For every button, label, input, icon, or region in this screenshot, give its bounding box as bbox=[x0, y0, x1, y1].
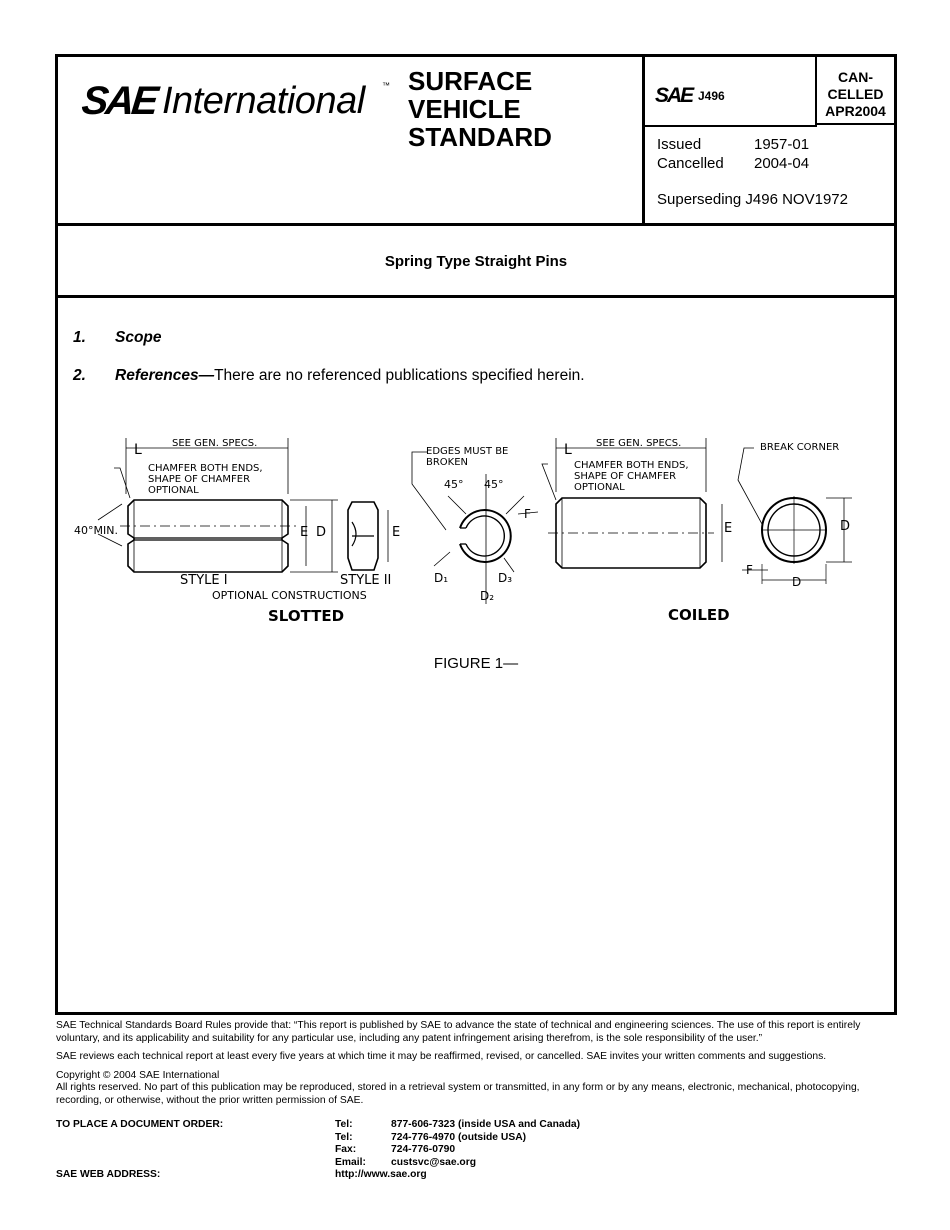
status-box: CAN- CELLED APR2004 bbox=[817, 57, 894, 125]
doc-number-box: SAE J496 bbox=[645, 57, 817, 127]
contact-row: Tel: 724-776-4970 (outside USA) bbox=[335, 1132, 580, 1145]
label-chamfer-left-2: SHAPE OF CHAMFER bbox=[148, 474, 250, 485]
status-line: CAN- bbox=[838, 69, 873, 85]
label-chamfer-left-1: CHAMFER BOTH ENDS, bbox=[148, 463, 263, 474]
label-chamfer-right-3: OPTIONAL bbox=[574, 482, 625, 493]
label-d-left: D bbox=[316, 525, 326, 540]
label-optional: OPTIONAL CONSTRUCTIONS bbox=[212, 589, 367, 602]
contact-value[interactable]: 877-606-7323 (inside USA and Canada) bbox=[391, 1119, 581, 1130]
rules-text: SAE Technical Standards Board Rules prov… bbox=[56, 1020, 861, 1044]
label-e-style2: E bbox=[392, 525, 400, 540]
coiled-pin bbox=[541, 438, 723, 569]
label-coiled: COILED bbox=[668, 606, 730, 624]
doc-type-line: VEHICLE bbox=[408, 94, 521, 124]
email-link[interactable]: custsvc@sae.org bbox=[391, 1156, 477, 1168]
label-l-right: L bbox=[564, 442, 572, 458]
superseding-note: Superseding J496 NOV1972 bbox=[657, 191, 848, 208]
figure-1: L SEE GEN. SPECS. CHAMFER BOTH ENDS, SHA… bbox=[62, 434, 862, 634]
footer-notes: SAE Technical Standards Board Rules prov… bbox=[56, 1020, 898, 1107]
doc-type-line: SURFACE bbox=[408, 66, 533, 96]
issued-label: Issued bbox=[657, 136, 702, 153]
contact-value[interactable]: 724-776-4970 (outside USA) bbox=[391, 1131, 527, 1143]
label-f-slot: F bbox=[524, 507, 531, 521]
label-deg-a: 45° bbox=[444, 478, 464, 491]
label-chamfer-right-1: CHAMFER BOTH ENDS, bbox=[574, 460, 689, 471]
contact-label: Tel: bbox=[335, 1119, 353, 1130]
label-chamfer-right-2: SHAPE OF CHAMFER bbox=[574, 471, 676, 482]
mini-sae-logo: SAE bbox=[655, 84, 694, 107]
label-l-left: L bbox=[134, 442, 142, 458]
label-edges-2: BROKEN bbox=[426, 457, 468, 468]
logo-tm: ™ bbox=[382, 81, 390, 90]
copyright-text: Copyright © 2004 SAE International bbox=[56, 1069, 220, 1081]
coiled-end-view bbox=[737, 447, 852, 584]
label-see-gen-right: SEE GEN. SPECS. bbox=[596, 438, 681, 449]
web-link[interactable]: http://www.sae.org bbox=[335, 1169, 427, 1180]
slotted-end-view bbox=[411, 451, 539, 604]
section-number: 2. bbox=[73, 367, 86, 384]
status-line: CELLED bbox=[827, 86, 884, 102]
review-text: SAE reviews each technical report at lea… bbox=[56, 1051, 827, 1062]
doc-type-line: STANDARD bbox=[408, 122, 552, 152]
label-edges-1: EDGES MUST BE bbox=[426, 446, 508, 457]
status-line: APR2004 bbox=[825, 103, 886, 119]
header-divider bbox=[58, 223, 894, 226]
label-slotted: SLOTTED bbox=[268, 607, 344, 625]
contact-label: Email: bbox=[335, 1156, 366, 1168]
section-text: There are no referenced publications spe… bbox=[214, 367, 585, 384]
contact-row: Tel: 877-606-7323 (inside USA and Canada… bbox=[335, 1119, 580, 1132]
issue-dates: Issued 1957-01 Cancelled 2004-04 bbox=[657, 135, 809, 173]
logo-mark: SAE bbox=[79, 79, 158, 123]
contact-list: Tel: 877-606-7323 (inside USA and Canada… bbox=[335, 1119, 580, 1182]
label-see-gen-left: SEE GEN. SPECS. bbox=[172, 438, 257, 449]
label-style1: STYLE I bbox=[180, 573, 228, 588]
label-style2: STYLE II bbox=[340, 573, 391, 588]
document-type: SURFACE VEHICLE STANDARD bbox=[408, 67, 552, 151]
header-left: SAE International ™ SURFACE VEHICLE STAN… bbox=[58, 57, 645, 223]
label-angle: 40°MIN. bbox=[74, 524, 118, 537]
contact-row: Email: custsvc@sae.org bbox=[335, 1157, 580, 1170]
label-d3: D₃ bbox=[498, 571, 512, 585]
contact-label: Fax: bbox=[335, 1144, 357, 1155]
label-e-left: E bbox=[300, 525, 308, 540]
style2-pin bbox=[347, 501, 389, 571]
contact-value[interactable]: 724-776-0790 bbox=[391, 1144, 456, 1155]
section-heading: References— bbox=[115, 367, 215, 384]
document-title: Spring Type Straight Pins bbox=[384, 253, 568, 270]
section-heading: Scope bbox=[115, 329, 162, 346]
label-e-right: E bbox=[724, 521, 732, 536]
style1-pin bbox=[97, 438, 338, 573]
label-chamfer-left-3: OPTIONAL bbox=[148, 485, 199, 496]
section-scope: 1. Scope bbox=[73, 329, 162, 347]
web-label: SAE WEB ADDRESS: bbox=[56, 1169, 161, 1180]
title-divider bbox=[58, 295, 894, 298]
figure-drawing: L SEE GEN. SPECS. CHAMFER BOTH ENDS, SHA… bbox=[74, 438, 852, 625]
cancelled-label: Cancelled bbox=[657, 155, 724, 172]
label-f-coil: F bbox=[746, 563, 753, 577]
cancelled-value: 2004-04 bbox=[754, 155, 810, 172]
contact-label: Tel: bbox=[335, 1131, 353, 1143]
section-number: 1. bbox=[73, 329, 86, 346]
rights-text: All rights reserved. No part of this pub… bbox=[56, 1082, 860, 1106]
label-d1: D₁ bbox=[434, 571, 448, 585]
section-references: 2. References—There are no referenced pub… bbox=[73, 367, 585, 385]
issued-value: 1957-01 bbox=[754, 136, 810, 153]
label-deg-b: 45° bbox=[484, 478, 504, 491]
figure-caption: FIGURE 1— bbox=[433, 655, 519, 672]
logo-text: International bbox=[162, 80, 365, 122]
label-d-coil-bottom: D bbox=[792, 575, 801, 589]
contact-row: Fax: 724-776-0790 bbox=[335, 1144, 580, 1157]
document-frame: SAE International ™ SURFACE VEHICLE STAN… bbox=[55, 54, 897, 1015]
header-right: SAE J496 CAN- CELLED APR2004 Issued 1957… bbox=[645, 57, 894, 223]
label-d2: D₂ bbox=[480, 589, 494, 603]
label-d-coil: D bbox=[840, 519, 850, 534]
sae-logo: SAE International ™ bbox=[79, 79, 390, 125]
label-break-corner: BREAK CORNER bbox=[760, 442, 839, 453]
order-label: TO PLACE A DOCUMENT ORDER: bbox=[56, 1119, 224, 1130]
doc-number: J496 bbox=[698, 89, 725, 103]
